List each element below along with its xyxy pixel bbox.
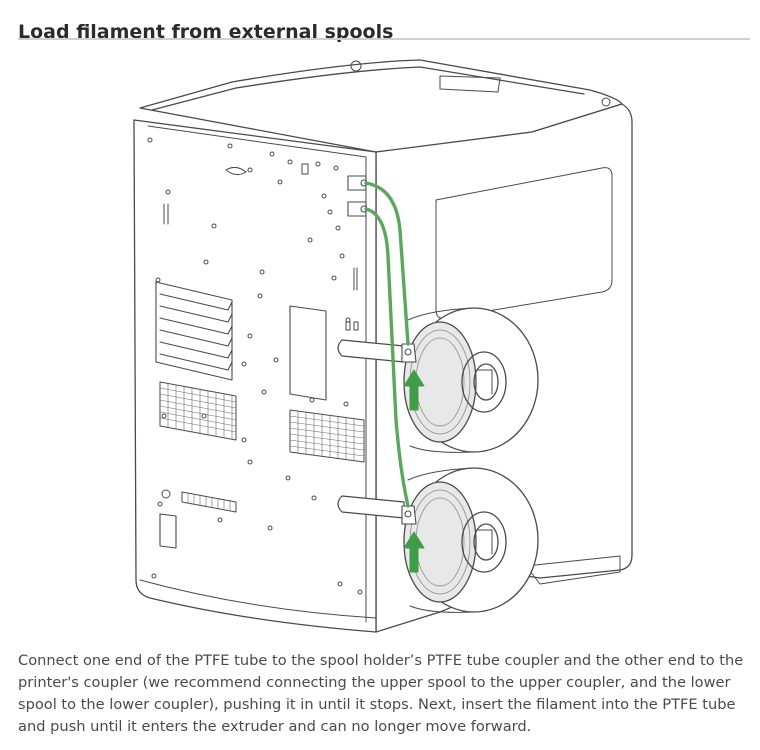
access-plate [289, 305, 327, 401]
spool-holder-arms [337, 339, 405, 519]
printer-coupler-lower [347, 201, 368, 217]
ptfe-tube-upper [364, 181, 410, 346]
arrow-up-icon [403, 369, 425, 573]
mesh-grille [159, 381, 365, 513]
section-title: Load filament from external spools [18, 20, 394, 43]
spool-holder-coupler-lower [401, 505, 417, 525]
screw-holes [147, 137, 363, 595]
printer-coupler-upper [347, 175, 368, 191]
rear-vent [155, 281, 233, 381]
instructions-text: Connect one end of the PTFE tube to the … [18, 652, 744, 735]
title-divider [18, 38, 750, 40]
printer-rear-illustration [0, 44, 760, 644]
spool-upper [403, 307, 539, 453]
ptfe-tube-lower [364, 207, 410, 508]
spool-holder-coupler-upper [401, 343, 417, 363]
spool-lower [403, 467, 539, 613]
